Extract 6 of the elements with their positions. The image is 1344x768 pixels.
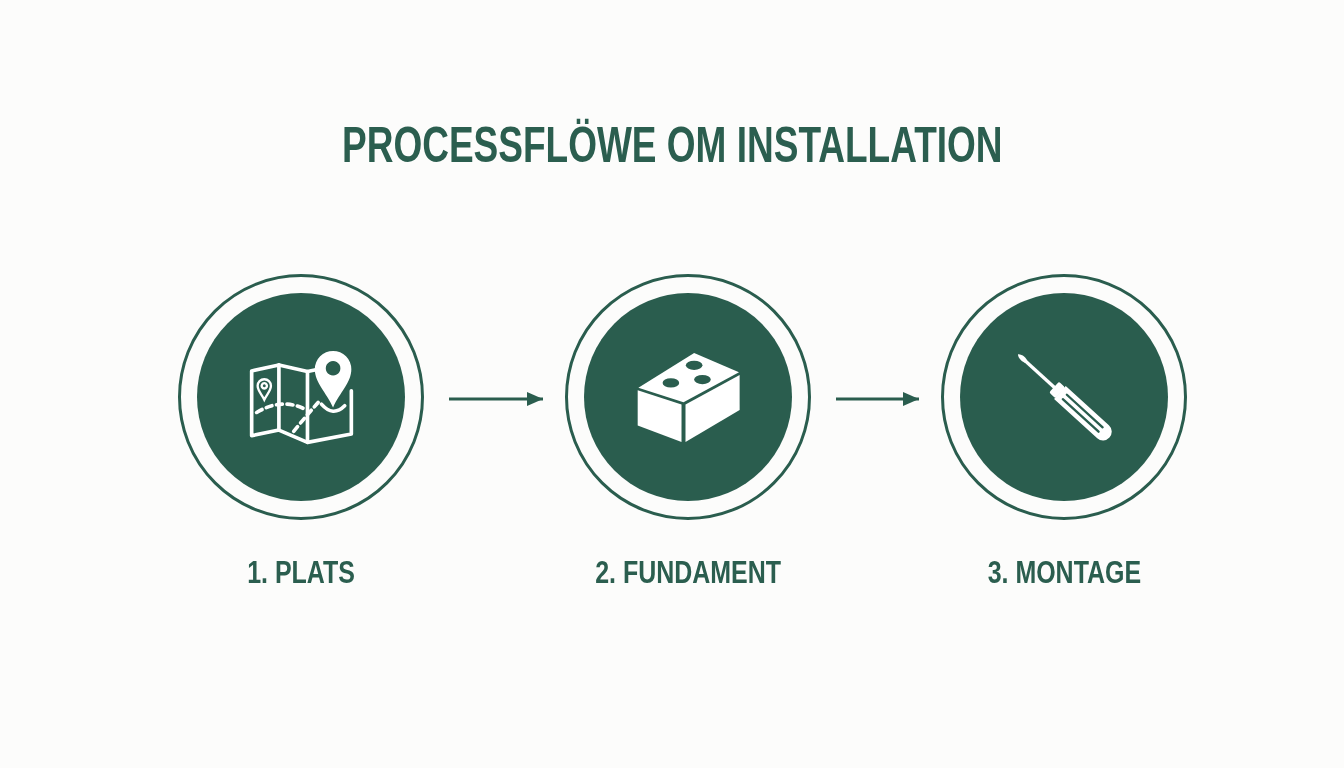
title: PROCESSFLÖWE OM INSTALLATION xyxy=(341,120,1003,170)
arrow xyxy=(449,392,543,406)
step-label: 1. PLATS xyxy=(247,556,355,588)
step-label: 3. MONTAGE xyxy=(987,556,1141,588)
step-label: 2. FUNDAMENT xyxy=(595,556,781,588)
arrow xyxy=(836,392,919,406)
